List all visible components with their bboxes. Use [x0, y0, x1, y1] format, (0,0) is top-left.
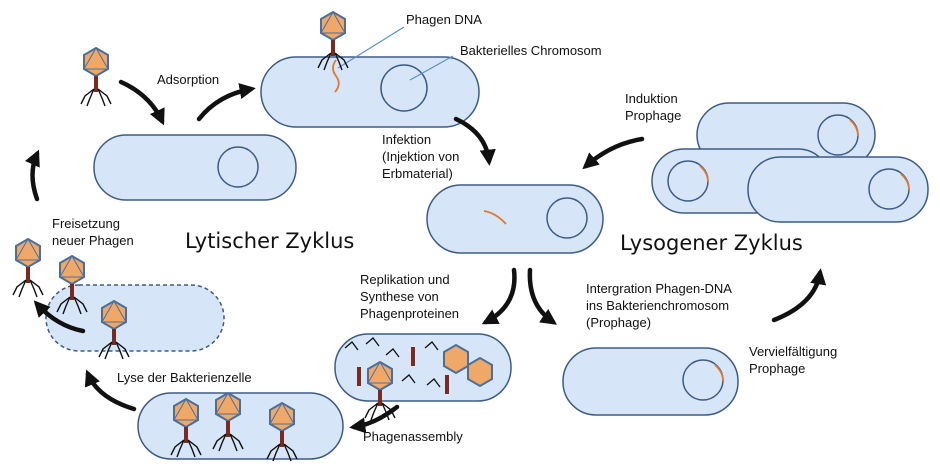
arrow-multiplication — [771, 268, 827, 323]
label-phage-dna: Phagen DNA — [406, 12, 482, 27]
cycle-arrows — [24, 79, 827, 434]
label-replication: Replikation und Synthese von Phagenprote… — [360, 272, 460, 321]
pointer-lines — [337, 26, 454, 81]
label-adsorption: Adsorption — [157, 72, 220, 87]
label-assembly: Phagenassembly — [363, 429, 463, 444]
cell-adsorption — [260, 56, 480, 128]
phage-dna-strand — [332, 59, 340, 93]
label-multiplication: Vervielfältigung Prophage — [749, 344, 838, 376]
label-bacterial-chromosome: Bakterielles Chromosom — [460, 43, 602, 58]
title-lytic-cycle: Lytischer Zyklus — [185, 229, 355, 253]
cells-lysogenic-group — [651, 102, 929, 223]
cell-lysis — [45, 284, 225, 352]
cell-prophage — [562, 347, 739, 416]
arrow-release-up — [24, 149, 40, 202]
label-infection: Infektion (Injektion von Erbmaterial) — [382, 132, 460, 181]
arrow-to-assembly — [349, 404, 400, 434]
cell-lytic-start — [93, 134, 297, 201]
label-integration: Intergration Phagen-DNA ins Bakterienchr… — [586, 281, 732, 330]
bacterial-chromosome-shape — [380, 64, 428, 112]
label-lysis: Lyse der Bakterienzelle — [117, 370, 252, 385]
arrow-adsorption — [196, 83, 256, 122]
cell-infected — [426, 184, 604, 254]
arrow-infection — [453, 116, 496, 166]
arrow-to-lysis — [84, 369, 137, 412]
arrow-to-replication — [481, 267, 517, 325]
phage-components — [344, 337, 493, 394]
title-lysogenic-cycle: Lysogener Zyklus — [620, 231, 803, 255]
arrow-to-integration — [527, 267, 558, 325]
arrow-to-adsorption — [118, 79, 165, 126]
label-induction: Induktion Prophage — [625, 91, 682, 123]
arrow-release-out — [33, 300, 86, 334]
label-release: Freisetzung neuer Phagen — [52, 216, 134, 248]
arrow-induction — [582, 136, 645, 170]
